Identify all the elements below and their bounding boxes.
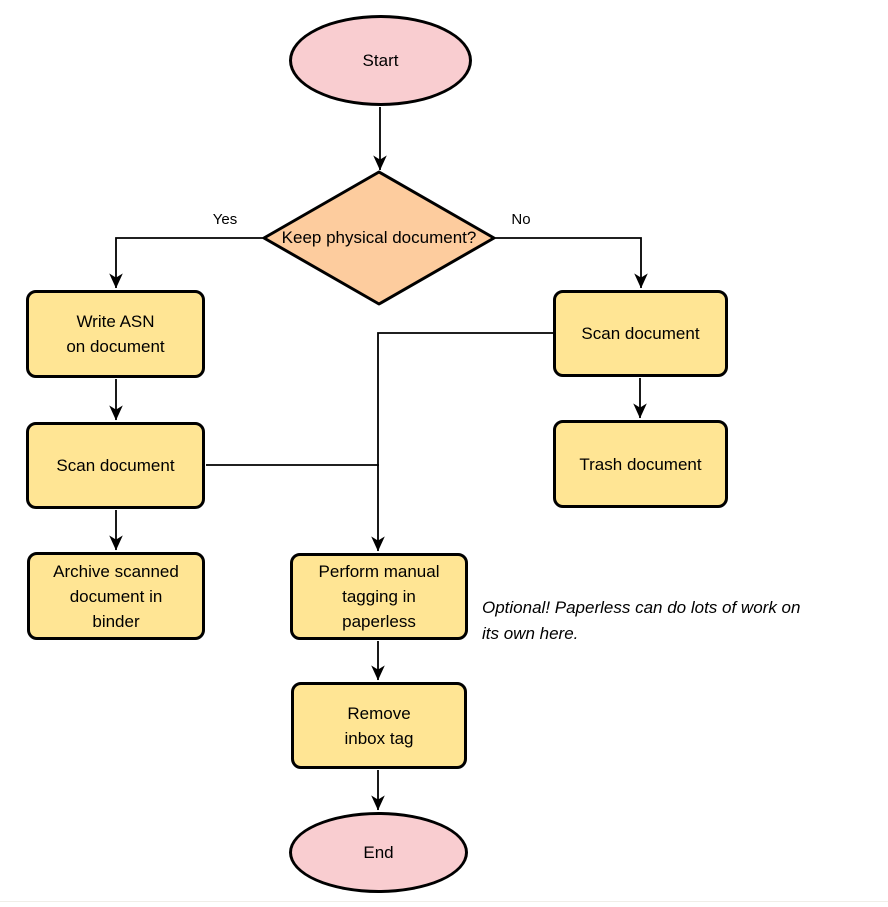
decision-diamond-shape: [262, 170, 496, 306]
edge-label-yes: Yes: [212, 211, 238, 228]
node-start-label: Start: [362, 51, 399, 70]
node-trash-document: Trash document: [553, 420, 728, 508]
node-manual-tagging: Perform manual tagging in paperless: [290, 553, 468, 640]
node-remove-inbox-tag: Remove inbox tag: [291, 682, 467, 769]
node-archive-binder-label: Archive scanned document in binder: [53, 561, 179, 631]
node-trash-document-label: Trash document: [579, 454, 702, 474]
node-archive-binder: Archive scanned document in binder: [27, 552, 205, 640]
node-write-asn-label: Write ASN on document: [66, 312, 165, 356]
optional-annotation: Optional! Paperless can do lots of work …: [482, 598, 801, 643]
node-end-label: End: [363, 843, 394, 862]
node-scan-document-left: Scan document: [26, 422, 205, 509]
node-remove-inbox-tag-label: Remove inbox tag: [344, 703, 414, 748]
node-scan-document-right: Scan document: [553, 290, 728, 377]
edge-decision-yes: [109, 237, 264, 289]
node-scan-document-right-label: Scan document: [581, 324, 700, 343]
page-bottom-divider: [0, 901, 888, 902]
node-scan-document-left-label: Scan document: [56, 456, 175, 475]
edge-label-no: No: [511, 211, 531, 228]
node-start: Start: [289, 15, 472, 106]
node-manual-tagging-label: Perform manual tagging in paperless: [318, 562, 440, 631]
node-write-asn: Write ASN on document: [26, 290, 205, 378]
node-decision: Keep physical document?: [264, 172, 494, 304]
node-decision-label: Keep physical document?: [281, 228, 477, 247]
edge-decision-no: [494, 237, 648, 289]
edge-scanright-to-tagging: [371, 332, 553, 552]
node-end: End: [289, 812, 468, 893]
